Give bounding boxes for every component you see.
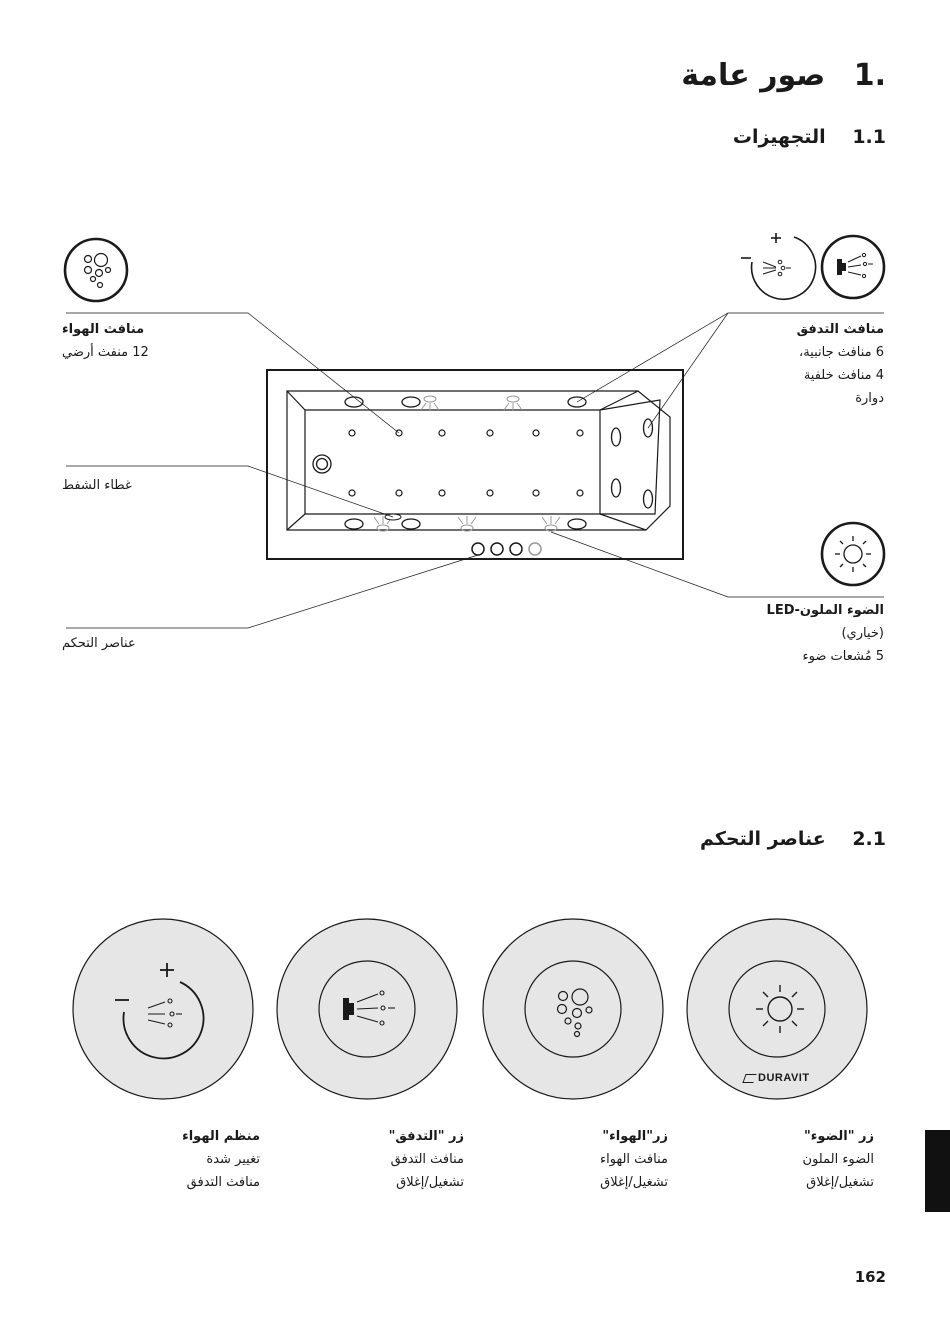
- control-label-flow: زر "التدفق" منافث التدفق تشغيل/إغلاق: [284, 1125, 464, 1194]
- duravit-logo-mark: [742, 1073, 757, 1083]
- section-title-main: .1 صور عامة: [681, 58, 886, 93]
- control-line: منافث الهواء: [600, 1152, 668, 1167]
- callout-flow-jets: منافث التدفق 6 منافث جانبية، 4 منافث خلف…: [684, 318, 884, 410]
- rim-control-button: [490, 542, 504, 556]
- control-label-light: زر "الضوء" الضوء الملون تشغيل/إغلاق: [694, 1125, 874, 1194]
- callout-controls: عناصر التحكم: [62, 632, 242, 655]
- side-jet: [567, 518, 587, 530]
- control-label-air-regulator: منظم الهواء تغيير شدة منافث التدفق: [80, 1125, 260, 1194]
- rim-control-button: [528, 542, 542, 556]
- control-title: زر "الضوء": [804, 1129, 874, 1144]
- side-jet: [344, 518, 364, 530]
- control-label-air: زر"الهواء" منافث الهواء تشغيل/إغلاق: [488, 1125, 668, 1194]
- flow-jet-button: [276, 918, 458, 1100]
- led-emitter: [503, 395, 523, 411]
- callout-line: (خياري): [841, 626, 884, 641]
- chapter-tab: [925, 1130, 950, 1212]
- led-emitter: [420, 395, 440, 411]
- callout-title: الضوء الملون-LED: [766, 603, 884, 618]
- floor-air-jets: [348, 429, 584, 497]
- section-title-text: عناصر التحكم: [699, 828, 826, 850]
- air-regulator-icon: [741, 233, 817, 301]
- section-number: .1: [853, 58, 886, 93]
- rear-jet: [610, 427, 622, 447]
- rim-control-button: [509, 542, 523, 556]
- rear-jet: [610, 478, 622, 498]
- control-line: تشغيل/إغلاق: [600, 1175, 668, 1190]
- duravit-logo-text: DURAVIT: [758, 1072, 810, 1084]
- sun-light-icon: [820, 521, 886, 587]
- callout-title: غطاء الشفط: [62, 478, 132, 493]
- section-title-text: صور عامة: [681, 58, 826, 93]
- section-title-text: التجهيزات: [732, 126, 826, 148]
- callout-title: منافث الهواء: [62, 322, 145, 337]
- flow-jet-icon: [820, 234, 886, 300]
- section-title-controls: 2.1 عناصر التحكم: [700, 828, 886, 850]
- side-jet: [401, 396, 421, 408]
- control-line: منافث التدفق: [186, 1175, 260, 1190]
- suction-cover: [312, 454, 332, 474]
- light-button: [686, 918, 868, 1100]
- air-bubbles-icon: [63, 237, 129, 303]
- section-number: 2.1: [852, 828, 886, 850]
- control-line: منافث التدفق: [390, 1152, 464, 1167]
- tub-outer-frame: [266, 369, 684, 560]
- callout-title: منافث التدفق: [796, 322, 884, 337]
- duravit-logo: DURAVIT: [742, 1072, 810, 1084]
- rear-jet: [642, 489, 654, 509]
- callout-line: 4 منافث خلفية: [803, 368, 884, 383]
- callout-line: دوارة: [855, 391, 884, 406]
- callout-title: عناصر التحكم: [62, 636, 136, 651]
- tub-floor: [304, 399, 661, 515]
- air-regulator-button: [72, 918, 254, 1100]
- side-jet: [401, 518, 421, 530]
- control-title: منظم الهواء: [182, 1129, 260, 1144]
- control-line: الضوء الملون: [802, 1152, 874, 1167]
- callout-line: 12 منفث أرضي: [62, 345, 149, 360]
- leader-lines: [66, 312, 884, 629]
- callout-line: 6 منافث جانبية،: [799, 345, 884, 360]
- control-line: تغيير شدة: [206, 1152, 260, 1167]
- air-button: [482, 918, 664, 1100]
- section-title-equipment: 1.1 التجهيزات: [733, 126, 886, 148]
- led-emitter: [457, 516, 477, 532]
- control-line: تشغيل/إغلاق: [396, 1175, 464, 1190]
- callout-line: 5 مُشعات ضوء: [802, 649, 884, 664]
- control-line: تشغيل/إغلاق: [806, 1175, 874, 1190]
- tub-inner-rim: [286, 390, 671, 531]
- led-emitter: [541, 516, 561, 532]
- section-number: 1.1: [852, 126, 886, 148]
- callout-suction-cover: غطاء الشفط: [62, 474, 242, 497]
- callout-air-jets: منافث الهواء 12 منفث أرضي: [62, 318, 242, 364]
- control-title: زر"الهواء": [602, 1129, 668, 1144]
- control-title: زر "التدفق": [388, 1129, 464, 1144]
- rim-control-button: [471, 542, 485, 556]
- page-number: 162: [854, 1268, 886, 1286]
- callout-led: الضوء الملون-LED (خياري) 5 مُشعات ضوء: [684, 599, 884, 668]
